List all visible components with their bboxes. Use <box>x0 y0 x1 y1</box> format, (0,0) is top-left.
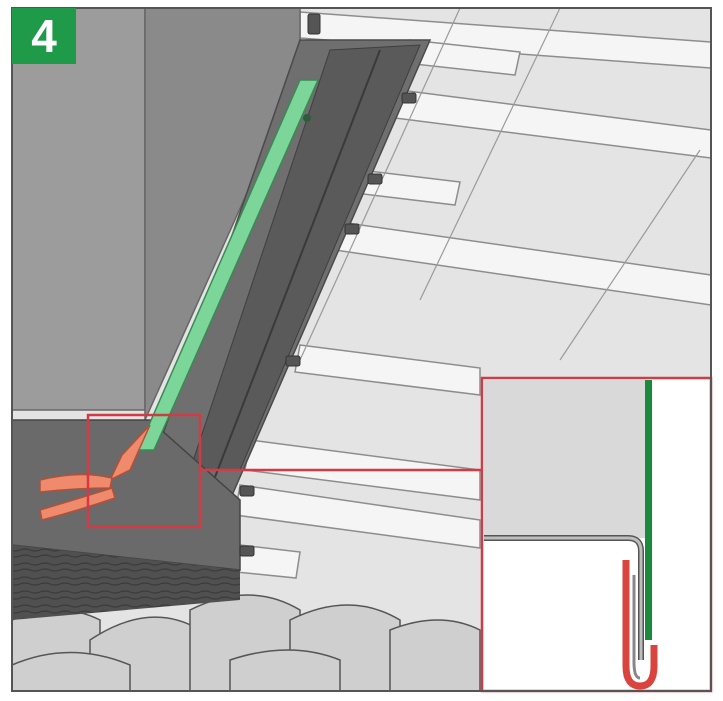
apron-corrugated-edge <box>12 545 240 620</box>
green-flashing-strip <box>136 79 320 451</box>
frame-border <box>11 7 712 692</box>
chimney-front-face <box>12 8 146 411</box>
roof-scene <box>12 8 711 691</box>
seam-fold-detail <box>480 376 713 693</box>
crimping-pliers-icon <box>39 424 151 521</box>
green-strip-rivet <box>303 114 311 122</box>
step-number: 4 <box>31 10 57 62</box>
lead-apron <box>12 419 241 571</box>
step-number-badge: 4 <box>12 8 76 64</box>
roof-battens <box>234 11 711 579</box>
flashing-fold-line <box>209 49 381 491</box>
batten-clips <box>239 13 417 557</box>
roof-tiles <box>12 594 481 691</box>
